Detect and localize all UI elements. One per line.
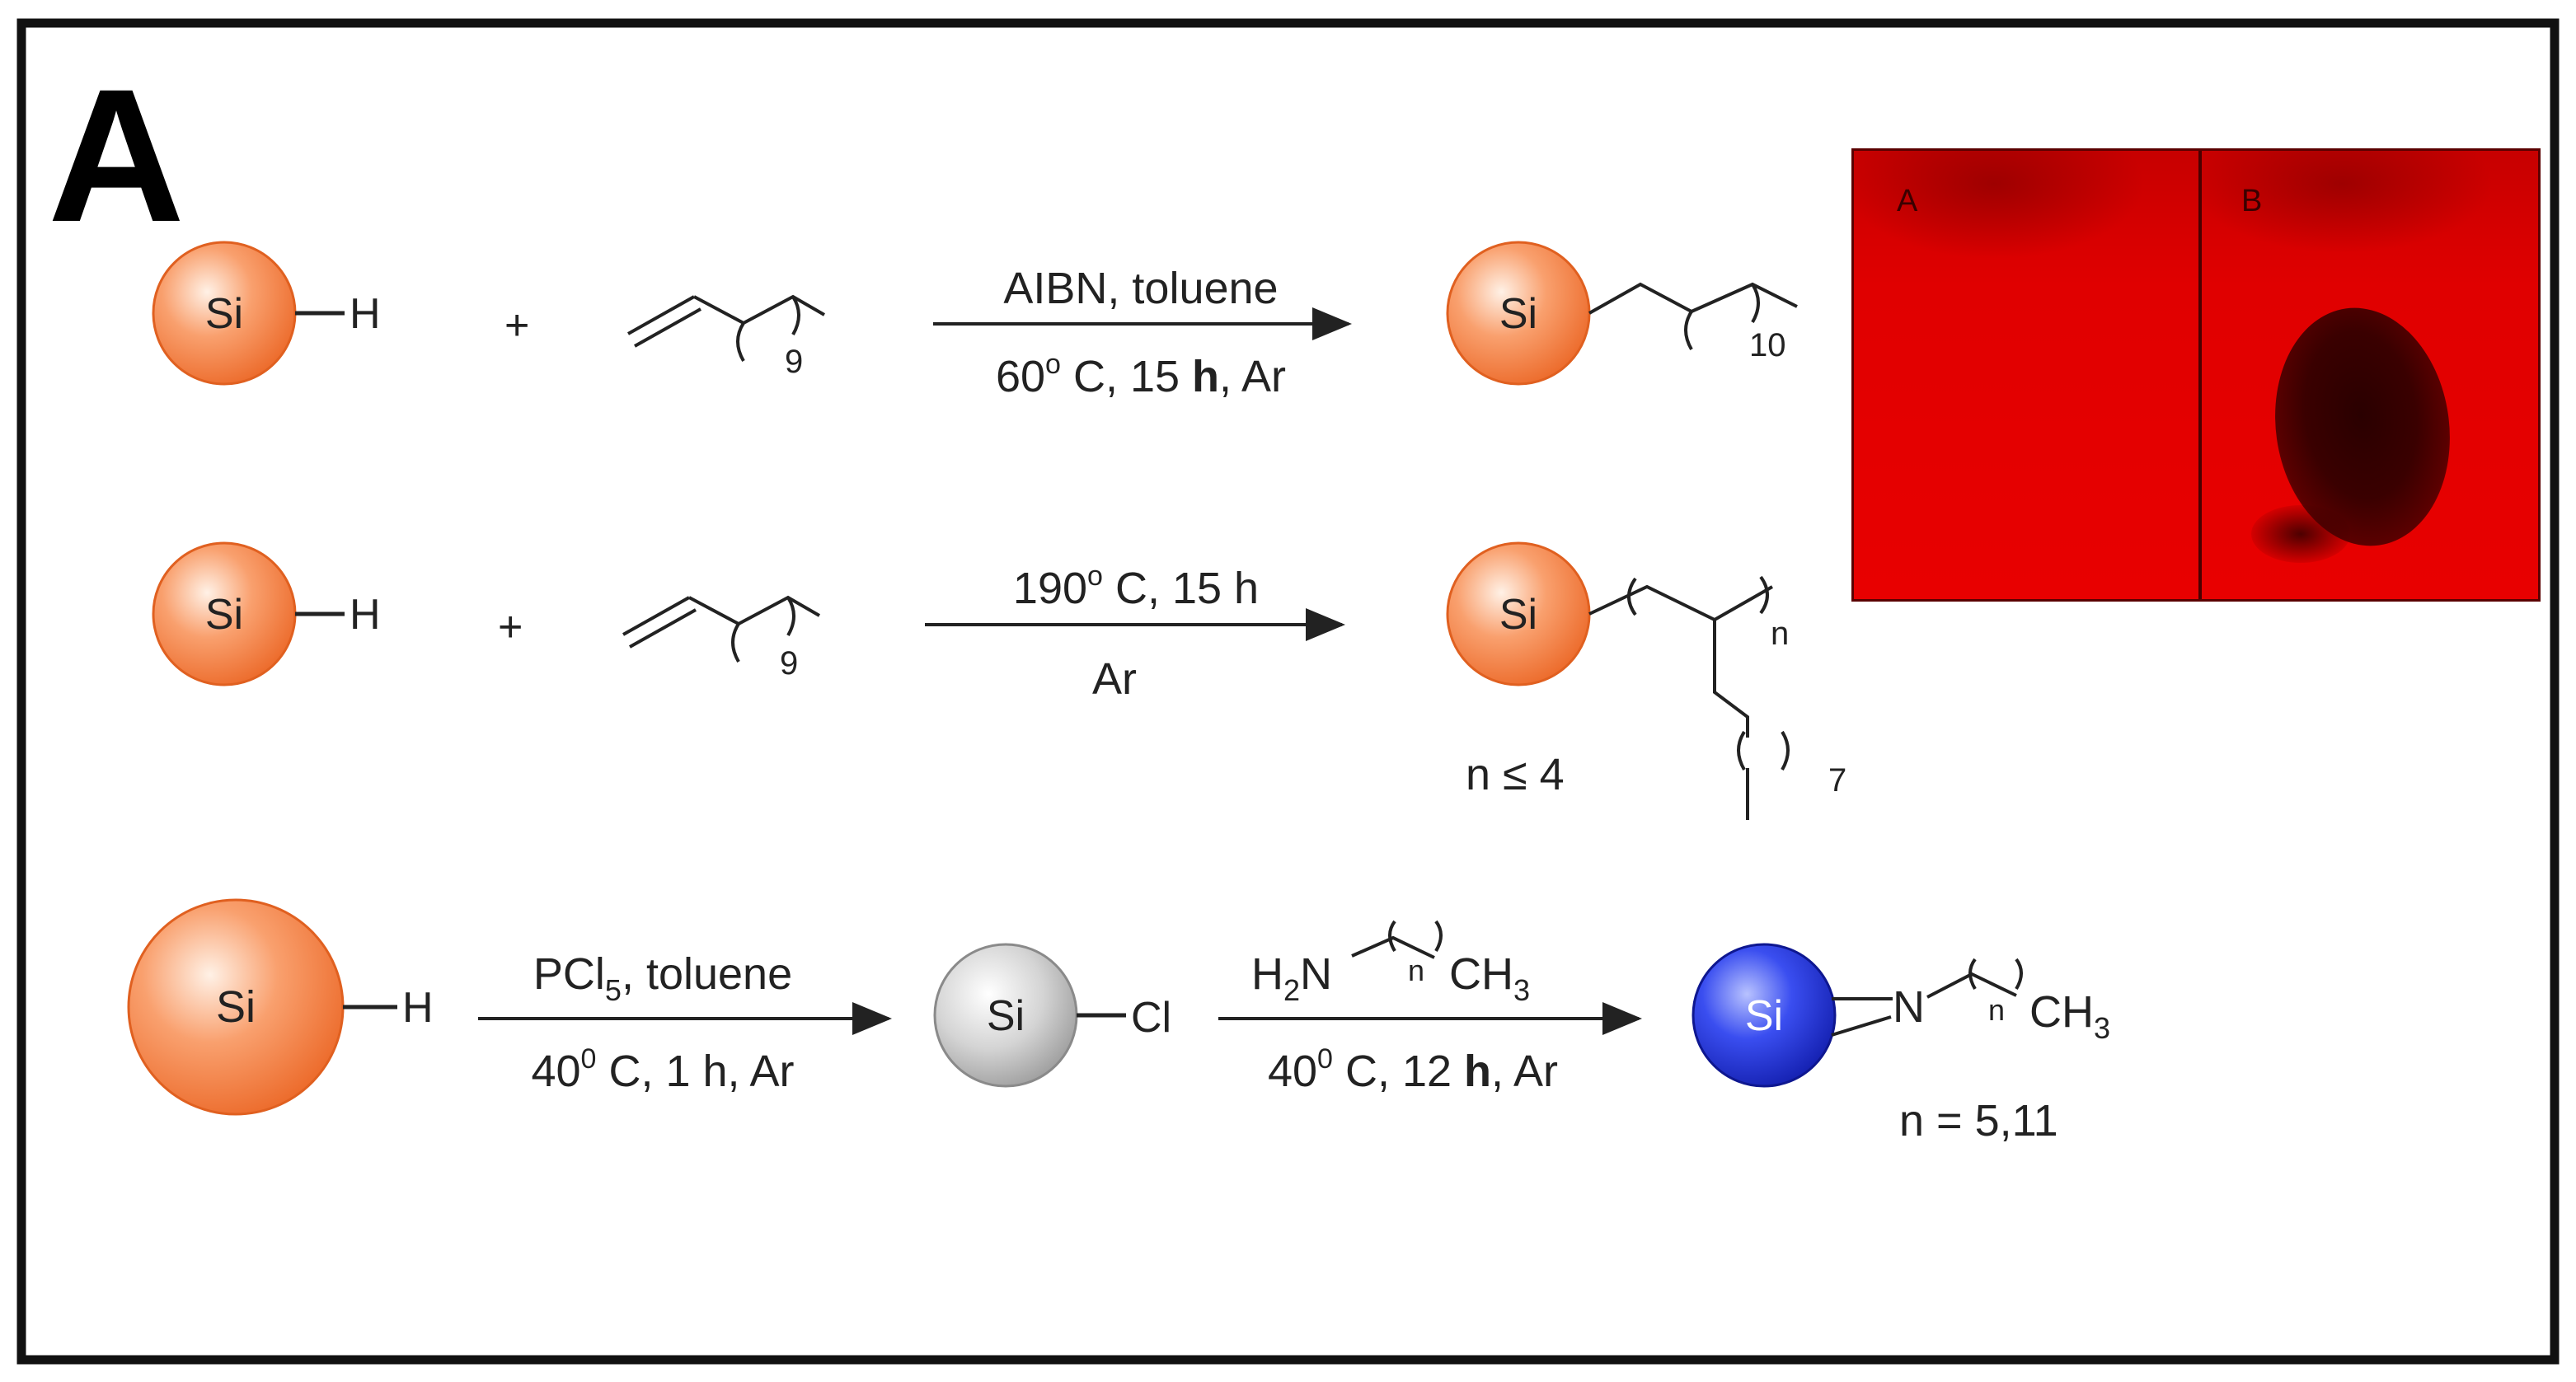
figure-frame — [16, 18, 2560, 1365]
conditions-bottom-3a: 400 C, 1 h, Ar — [531, 1043, 794, 1096]
si-particle-aminated — [1692, 943, 1837, 1088]
photo-label-a: A — [1897, 184, 1918, 218]
h-atom: H — [350, 290, 381, 338]
photo-panel-a: A — [1854, 151, 2198, 599]
panel-label: A — [48, 49, 185, 261]
si-label: Si — [205, 591, 243, 639]
amide-repeat-n: n — [1988, 993, 2005, 1027]
h-atom: H — [402, 984, 434, 1032]
si-n-bonds — [1831, 997, 1893, 1037]
h-atom: H — [350, 591, 381, 639]
si-label: Si — [1499, 290, 1537, 338]
conditions-bottom-2: Ar — [1092, 654, 1137, 704]
si-label: Si — [1499, 591, 1537, 639]
amine-chain — [1351, 920, 1443, 959]
si-label: Si — [1745, 992, 1783, 1040]
alkene-repeat-subscript: 9 — [785, 344, 803, 380]
oligomer-chain-2 — [1588, 575, 1790, 820]
plus-sign: + — [504, 302, 529, 349]
photo-label-b: B — [2241, 184, 2263, 218]
fluorescence-photo: A B — [1851, 148, 2541, 602]
plus-sign: + — [498, 603, 523, 651]
conditions-bottom-3b: 400 C, 12 h, Ar — [1268, 1043, 1558, 1096]
reaction-row-2: Si H + 9 190o C, 15 h Ar Si n 7 n ≤ 4 — [152, 541, 1846, 820]
alkene-reagent-2 — [622, 595, 821, 663]
si-label: Si — [987, 992, 1025, 1040]
conditions-bottom-1: 60o C, 15 h, Ar — [996, 349, 1286, 401]
alkene-repeat-subscript: 9 — [780, 645, 798, 682]
amine-reagent: H2N — [1251, 949, 1332, 1007]
photo-panel-b: B — [2198, 151, 2538, 599]
conditions-top-1: AIBN, toluene — [1003, 264, 1278, 313]
amide-ch3: CH3 — [2029, 987, 2110, 1045]
alkene-reagent-1 — [627, 294, 826, 363]
dark-stain-tail — [2251, 505, 2350, 563]
side-chain-subscript: 7 — [1828, 762, 1846, 799]
reaction-row-1: Si H + 9 AIBN, toluene 60o C, 15 h, Ar S… — [152, 241, 1798, 401]
chain-repeat-subscript: 10 — [1749, 327, 1786, 363]
chain-length-note: n = 5,11 — [1899, 1096, 2058, 1145]
si-label: Si — [205, 290, 243, 338]
amine-ch3: CH3 — [1449, 949, 1530, 1007]
si-label: Si — [216, 982, 256, 1032]
oligomer-note: n ≤ 4 — [1466, 750, 1565, 799]
alkyl-chain-1 — [1588, 282, 1798, 351]
cl-atom: Cl — [1131, 994, 1171, 1042]
reaction-row-3: Si H PCl5, toluene 400 C, 1 h, Ar Si Cl … — [127, 898, 2110, 1145]
conditions-top-2: 190o C, 15 h — [1013, 560, 1259, 613]
conditions-top-3a: PCl5, toluene — [533, 949, 792, 1007]
repeat-n-subscript: n — [1771, 616, 1789, 652]
amide-chain — [1926, 958, 2023, 999]
amine-repeat-n: n — [1408, 953, 1424, 987]
n-atom: N — [1893, 982, 1925, 1032]
